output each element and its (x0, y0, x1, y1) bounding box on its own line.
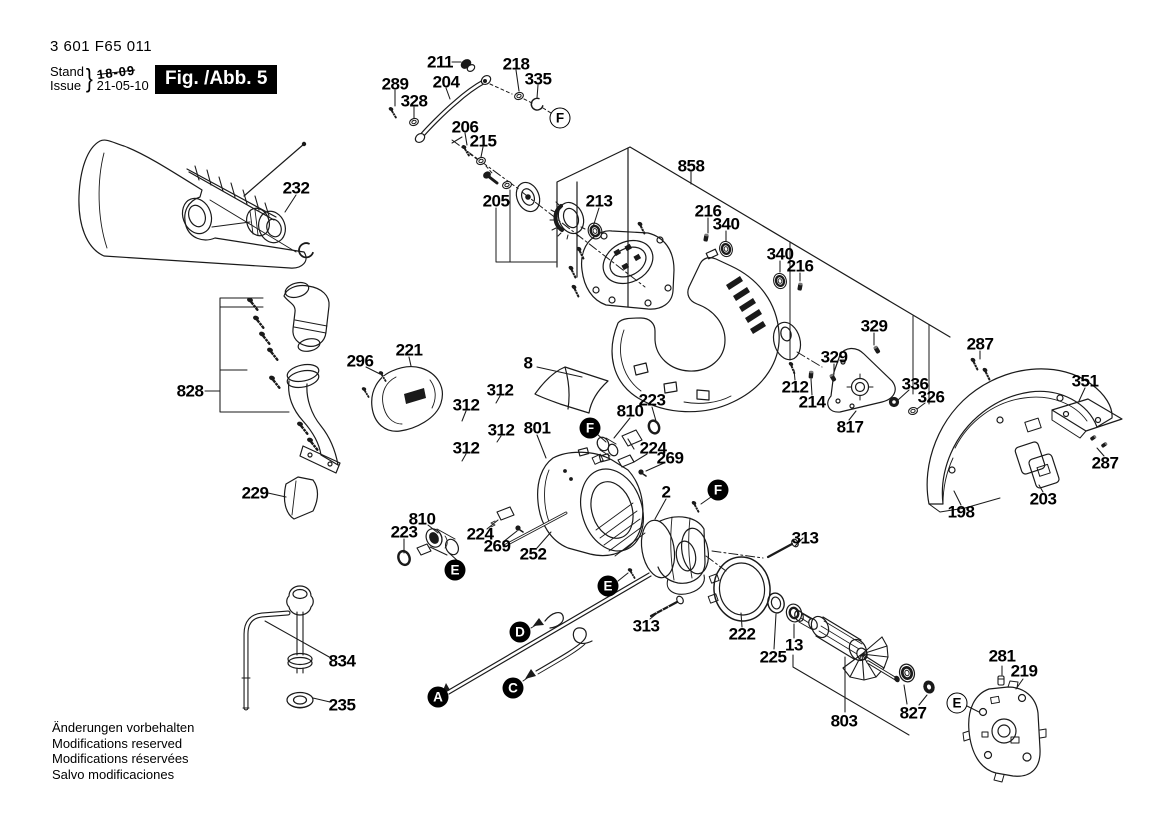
title-block: 3 601 F65 011 Stand Issue } 18-09 21-05-… (50, 38, 152, 94)
issue-date: 21-05-10 (96, 77, 149, 93)
stand-label: Stand (50, 63, 84, 79)
stand-issue-block: Stand Issue } 18-09 21-05-10 (50, 62, 152, 94)
axis-lines (451, 139, 823, 572)
leader-lines (204, 61, 1105, 736)
brush-set-lower-drawing (397, 506, 568, 567)
armature-drawing (794, 610, 900, 683)
field-stator-drawing (537, 447, 646, 557)
guard-inner-plate-drawing (564, 220, 675, 310)
ring-and-bearings-drawing (707, 556, 803, 623)
figure-number-box: Fig. /Abb. 5 (155, 65, 278, 94)
brush-set-upper-drawing (591, 419, 661, 477)
upper-guard-shell-drawing (611, 232, 804, 413)
wiring-harness-drawing (441, 538, 799, 695)
footer-line-fr: Modifications réservées (52, 751, 189, 766)
clamp-knob-drawing (241, 585, 314, 711)
end-plate-drawing (962, 675, 1047, 783)
spindle-parts-drawing (483, 171, 606, 243)
footer-line-en: Modifications reserved (52, 735, 183, 751)
motor-housing-drawing (640, 499, 710, 595)
dust-bag-drawing (78, 139, 315, 269)
footer-legal-text: Änderungen vorbehalten Modifications res… (52, 720, 194, 782)
brace-glyph: } (85, 63, 93, 93)
dust-chute-drawing (243, 281, 341, 520)
issue-label: Issue (50, 77, 82, 93)
bearing-827-drawing (896, 661, 935, 694)
lower-guard-drawing (926, 368, 1123, 513)
footer-line-de: Änderungen vorbehalten (52, 720, 195, 735)
footer-line-es: Salvo modificaciones (52, 766, 175, 782)
spark-plate-drawing (534, 366, 609, 414)
brush-cap-drawing (358, 365, 443, 432)
mounting-plate-drawing (784, 344, 995, 417)
leader-frame (495, 146, 951, 405)
linkage-rod-drawing (385, 59, 552, 174)
part-number: 3 601 F65 011 (50, 38, 153, 55)
